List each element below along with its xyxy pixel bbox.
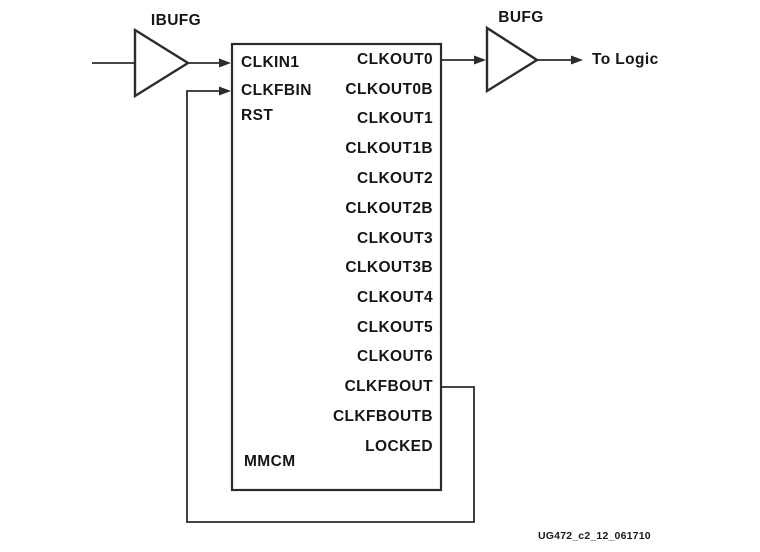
port-clkin1: CLKIN1 <box>241 54 300 71</box>
clkin1-arrowhead-icon <box>219 58 231 68</box>
bufg-buffer-icon <box>485 25 540 94</box>
figure-reference-caption: UG472_c2_12_061710 <box>538 530 651 542</box>
clkfbin-arrowhead-icon <box>219 86 231 96</box>
ibufg-buffer-icon <box>133 27 191 99</box>
port-clkout3b: CLKOUT3B <box>345 259 433 276</box>
port-clkout0b: CLKOUT0B <box>345 81 433 98</box>
port-clkout1b: CLKOUT1B <box>345 140 433 157</box>
port-rst: RST <box>241 107 274 124</box>
to-logic-arrowhead-icon <box>571 55 583 65</box>
bufg-input-arrowhead-icon <box>474 55 486 65</box>
port-clkout3: CLKOUT3 <box>357 230 433 247</box>
port-clkfbin: CLKFBIN <box>241 82 312 99</box>
mmcm-block-outline <box>230 42 443 492</box>
port-clkout2b: CLKOUT2B <box>345 200 433 217</box>
mmcm-block-label: MMCM <box>244 453 296 470</box>
port-locked: LOCKED <box>365 438 433 455</box>
port-clkout5: CLKOUT5 <box>357 319 433 336</box>
port-clkout4: CLKOUT4 <box>357 289 433 306</box>
ibufg-label: IBUFG <box>150 12 202 29</box>
bufg-label: BUFG <box>498 9 544 26</box>
port-clkout0: CLKOUT0 <box>357 51 433 68</box>
to-logic-label: To Logic <box>592 51 659 68</box>
port-clkout6: CLKOUT6 <box>357 348 433 365</box>
port-clkfboutb: CLKFBOUTB <box>332 408 433 425</box>
port-clkout1: CLKOUT1 <box>357 110 433 127</box>
feedback-wire <box>186 90 475 523</box>
port-clkfbout: CLKFBOUT <box>344 378 433 395</box>
port-clkout2: CLKOUT2 <box>357 170 433 187</box>
